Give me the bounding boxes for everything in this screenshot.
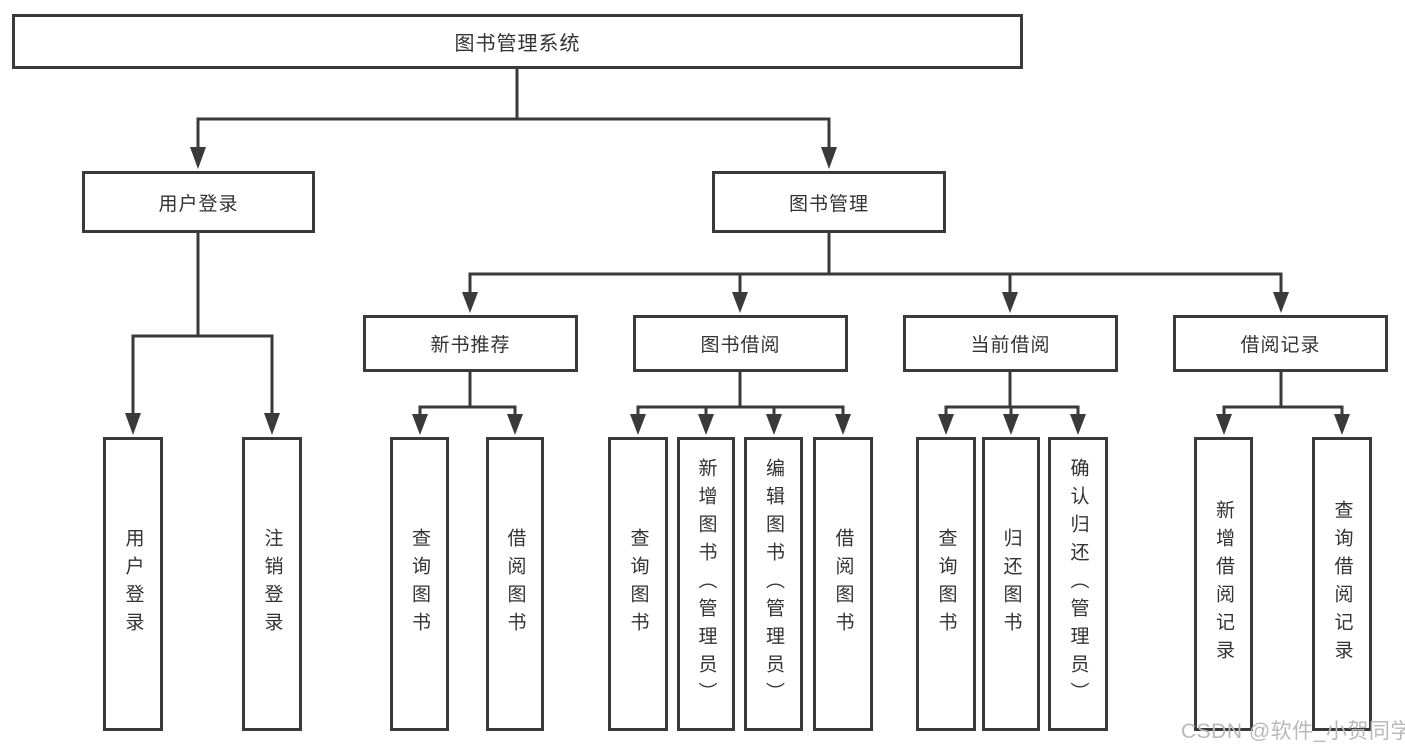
node-query-books-borrow: 查询图书 <box>608 437 668 731</box>
node-query-books-recommend: 查询图书 <box>390 437 449 731</box>
node-borrow-books: 借阅图书 <box>813 437 873 731</box>
node-user-login-branch: 用户登录 <box>82 171 315 233</box>
node-new-book-recommendation: 新书推荐 <box>363 315 578 372</box>
node-add-books-admin: 新增图书（管理员） <box>677 437 735 731</box>
node-user-login-leaf: 用户登录 <box>103 437 163 731</box>
node-book-borrowing: 图书借阅 <box>633 315 848 372</box>
node-borrow-books-recommend: 借阅图书 <box>486 437 544 731</box>
node-library-management-system: 图书管理系统 <box>12 14 1023 69</box>
node-borrowing-records: 借阅记录 <box>1173 315 1388 372</box>
node-query-books-current: 查询图书 <box>916 437 976 731</box>
node-edit-books-admin: 编辑图书（管理员） <box>744 437 803 731</box>
node-confirm-return-admin: 确认归还（管理员） <box>1048 437 1108 731</box>
node-logout-leaf: 注销登录 <box>242 437 302 731</box>
node-query-borrow-record: 查询借阅记录 <box>1312 437 1372 731</box>
watermark: CSDN @软件_小贺同学 <box>1181 720 1405 743</box>
node-return-books: 归还图书 <box>982 437 1040 731</box>
node-book-management-branch: 图书管理 <box>712 171 946 233</box>
node-current-borrowing: 当前借阅 <box>903 315 1118 372</box>
node-add-borrow-record: 新增借阅记录 <box>1194 437 1253 731</box>
